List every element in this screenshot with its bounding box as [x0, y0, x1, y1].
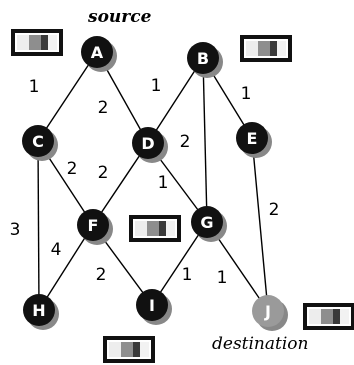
node-circle — [236, 122, 268, 154]
packet-segment-light-2 — [140, 342, 149, 357]
source-label: source — [87, 7, 152, 27]
edge-a-c — [37, 51, 98, 142]
node-label: F — [88, 216, 99, 235]
packet-near-f — [129, 215, 181, 242]
edge-weight-b-e: 1 — [241, 84, 252, 104]
packet-segment-light — [246, 41, 258, 56]
packet-segment-light — [135, 221, 147, 236]
packet-near-i — [103, 336, 155, 363]
edge-weight-d-f: 2 — [98, 163, 109, 183]
node-e: E — [236, 122, 272, 158]
edge-e-j — [251, 137, 269, 312]
edge-g-i — [151, 221, 208, 306]
edge-weight-e-j: 2 — [269, 200, 280, 220]
edge-weight-g-j: 1 — [217, 268, 228, 288]
packet-segment-dark — [270, 41, 277, 56]
node-label: G — [200, 213, 213, 232]
node-label: D — [141, 134, 154, 153]
packet-near-b — [240, 35, 292, 62]
node-g: G — [191, 206, 227, 242]
packet-segment-light — [17, 35, 29, 50]
node-circle — [77, 209, 109, 241]
edge-weight-b-d: 1 — [151, 76, 162, 96]
edge-weight-b-g: 2 — [180, 132, 191, 152]
node-a: A — [81, 36, 117, 72]
edge-weight-a-c: 1 — [29, 77, 40, 97]
packet-segment-light-2 — [277, 41, 286, 56]
nodes-layer: A B C D E F G H I J — [22, 36, 288, 331]
packet-segment-dark — [41, 35, 48, 50]
edge-weight-c-h: 3 — [10, 220, 21, 240]
node-circle — [132, 127, 164, 159]
node-circle — [136, 289, 168, 321]
edge-d-f — [92, 142, 149, 226]
packet-segment-light — [309, 309, 321, 324]
packet-segment-mid — [121, 342, 133, 357]
packet-segment-dark — [133, 342, 140, 357]
node-circle — [191, 206, 223, 238]
node-label: C — [32, 132, 44, 151]
edge-b-d — [147, 57, 204, 144]
destination-label: destination — [212, 334, 308, 354]
packet-segment-dark — [333, 309, 340, 324]
edge-weight-a-d: 2 — [98, 98, 109, 118]
node-label: H — [32, 301, 45, 320]
node-label: E — [247, 129, 258, 148]
node-circle — [187, 42, 219, 74]
packet-segment-light-2 — [340, 309, 349, 324]
node-c: C — [22, 125, 58, 161]
packet-segment-light-2 — [166, 221, 175, 236]
node-h: H — [23, 294, 59, 330]
node-label: B — [197, 49, 209, 68]
packet-near-a — [11, 29, 63, 56]
node-circle — [23, 294, 55, 326]
edge-f-h — [38, 224, 94, 311]
edge-weight-c-f: 2 — [67, 159, 78, 179]
edge-weight-f-h: 4 — [51, 240, 62, 260]
packet-segment-light-2 — [48, 35, 57, 50]
node-label: I — [149, 296, 155, 315]
packet-segment-mid — [321, 309, 333, 324]
edge-b-g — [202, 57, 208, 223]
packet-segment-light — [109, 342, 121, 357]
node-circle — [252, 295, 284, 327]
node-circle — [22, 125, 54, 157]
node-i: I — [136, 289, 172, 325]
packet-segment-dark — [159, 221, 166, 236]
node-b: B — [187, 42, 223, 78]
node-j: J — [252, 295, 288, 331]
packet-segment-mid — [258, 41, 270, 56]
packet-segment-mid — [147, 221, 159, 236]
edge-c-h — [37, 140, 40, 311]
node-label: J — [264, 302, 271, 321]
packet-segment-mid — [29, 35, 41, 50]
edge-weight-f-i: 2 — [96, 265, 107, 285]
packets-layer — [11, 29, 354, 363]
node-f: F — [77, 209, 113, 245]
node-d: D — [132, 127, 168, 163]
node-label: A — [91, 43, 104, 62]
edge-weight-d-g: 1 — [158, 173, 169, 193]
packet-near-j — [303, 303, 354, 330]
node-circle — [81, 36, 113, 68]
edge-weight-g-i: 1 — [182, 265, 193, 285]
